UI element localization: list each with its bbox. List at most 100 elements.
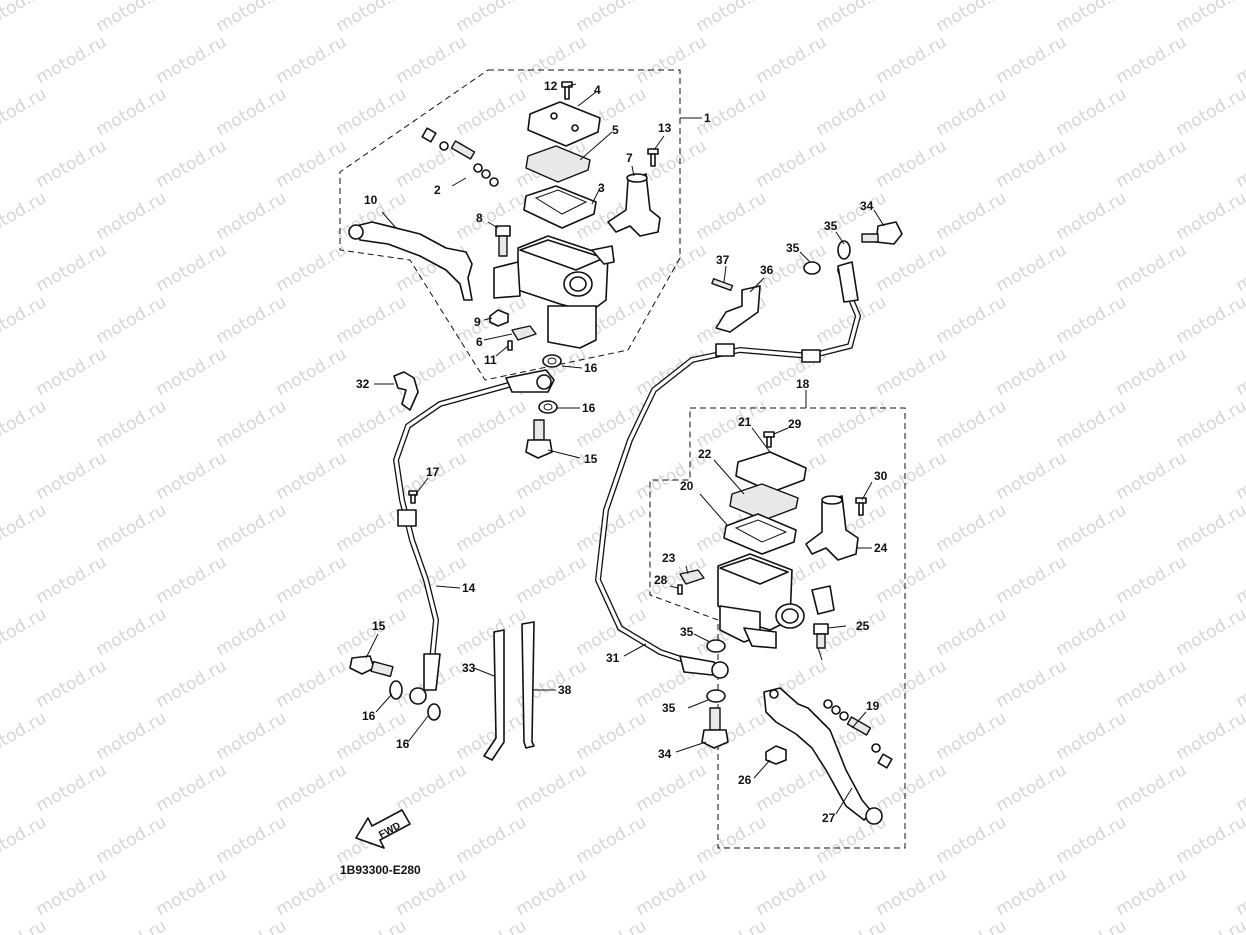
watermark-text: motod.ru: [333, 0, 411, 36]
group-boundary-18: [649, 407, 906, 849]
watermark-text: motod.ru: [153, 32, 231, 88]
part-26-nut: [765, 745, 787, 765]
watermark-text: motod.ru: [273, 136, 351, 192]
watermark-text: motod.ru: [273, 552, 351, 608]
callout-35-d: 35: [662, 701, 676, 715]
watermark-text: motod.ru: [753, 32, 831, 88]
watermark-text: motod.ru: [1173, 292, 1246, 348]
watermark-text: motod.ru: [933, 84, 1011, 140]
watermark-text: motod.ru: [1173, 708, 1246, 764]
watermark-text: motod.ru: [1113, 760, 1191, 816]
callout-1: 1: [704, 111, 711, 125]
watermark-text: motod.ru: [453, 84, 531, 140]
watermark-text: motod.ru: [33, 344, 111, 400]
callout-11: 11: [484, 353, 497, 367]
watermark-text: motod.ru: [333, 292, 411, 348]
watermark-text: motod.ru: [153, 656, 231, 712]
watermark-text: motod.ru: [1053, 84, 1131, 140]
callout-21: 21: [738, 415, 752, 429]
watermark-text: motod.ru: [933, 916, 1011, 935]
callout-35-c: 35: [680, 625, 694, 639]
part-34-union-bolt-bottom: [701, 707, 729, 749]
part-22-diaphragm-plate: [729, 483, 799, 521]
callout-27: 27: [822, 811, 836, 825]
part-16-washer-a: [542, 354, 562, 368]
diagram-code: 1B93300-E280: [340, 863, 421, 877]
watermark-text: motod.ru: [513, 864, 591, 920]
watermark-text: motod.ru: [453, 916, 531, 935]
part-13-screw: [647, 148, 659, 167]
watermark-text: motod.ru: [693, 396, 771, 452]
callout-6: 6: [476, 335, 483, 349]
callout-13: 13: [658, 121, 672, 135]
part-1-master-cylinder-body: [493, 235, 615, 349]
part-19-piston-kit: [823, 699, 893, 769]
part-16-washer-b: [538, 400, 558, 414]
watermark-text: motod.ru: [1233, 32, 1246, 88]
part-34-union-bolt-top: [861, 221, 903, 245]
part-12-screw: [561, 81, 573, 100]
watermark-text: motod.ru: [93, 292, 171, 348]
watermark-text: motod.ru: [93, 812, 171, 868]
watermark-text: motod.ru: [153, 240, 231, 296]
watermark-text: motod.ru: [513, 552, 591, 608]
callout-38: 38: [558, 683, 572, 697]
watermark-text: motod.ru: [993, 864, 1071, 920]
callout-5: 5: [612, 123, 619, 137]
watermark-text: motod.ru: [693, 916, 771, 935]
watermark-text: motod.ru: [873, 864, 951, 920]
callout-12: 12: [544, 79, 558, 93]
watermark-text: motod.ru: [213, 604, 291, 660]
part-5-diaphragm-plate: [525, 145, 591, 183]
watermark-text: motod.ru: [333, 916, 411, 935]
part-32-clip: [393, 371, 419, 411]
watermark-text: motod.ru: [933, 812, 1011, 868]
watermark-text: motod.ru: [273, 448, 351, 504]
part-9-nut: [489, 309, 509, 327]
watermark-text: motod.ru: [0, 292, 50, 348]
watermark-text: motod.ru: [453, 500, 531, 556]
part-8-bolt: [495, 225, 511, 257]
callout-31: 31: [606, 651, 620, 665]
watermark-text: motod.ru: [933, 292, 1011, 348]
watermark-text: motod.ru: [1053, 708, 1131, 764]
callout-8: 8: [476, 211, 483, 225]
watermark-text: motod.ru: [33, 552, 111, 608]
part-2-piston-kit: [421, 127, 499, 187]
watermark-text: motod.ru: [813, 916, 891, 935]
watermark-text: motod.ru: [93, 396, 171, 452]
watermark-text: motod.ru: [333, 500, 411, 556]
watermark-text: motod.ru: [213, 708, 291, 764]
watermark-text: motod.ru: [153, 448, 231, 504]
watermark-text: motod.ru: [513, 760, 591, 816]
watermark-text: motod.ru: [873, 344, 951, 400]
watermark-text: motod.ru: [873, 32, 951, 88]
watermark-text: motod.ru: [753, 760, 831, 816]
callout-4: 4: [594, 83, 601, 97]
watermark-text: motod.ru: [93, 84, 171, 140]
callout-33: 33: [462, 661, 476, 675]
callout-35-b: 35: [786, 241, 800, 255]
callout-34-b: 34: [658, 747, 672, 761]
callout-23: 23: [662, 551, 676, 565]
part-17-screw: [408, 490, 418, 504]
watermark-text: motod.ru: [813, 84, 891, 140]
watermark-text: motod.ru: [873, 760, 951, 816]
watermark-text: motod.ru: [33, 240, 111, 296]
watermark-text: motod.ru: [633, 864, 711, 920]
callout-22: 22: [698, 447, 712, 461]
watermark-text: motod.ru: [453, 0, 531, 36]
watermark-text: motod.ru: [0, 396, 50, 452]
watermark-text: motod.ru: [153, 552, 231, 608]
watermark-text: motod.ru: [273, 864, 351, 920]
watermark-text: motod.ru: [873, 656, 951, 712]
watermark-text: motod.ru: [33, 760, 111, 816]
part-16-washer-d: [427, 703, 441, 721]
watermark-text: motod.ru: [273, 344, 351, 400]
callout-32: 32: [356, 377, 370, 391]
callout-19: 19: [866, 699, 880, 713]
watermark-text: motod.ru: [213, 916, 291, 935]
part-35-washer-d: [706, 689, 726, 703]
watermark-text: motod.ru: [1173, 500, 1246, 556]
